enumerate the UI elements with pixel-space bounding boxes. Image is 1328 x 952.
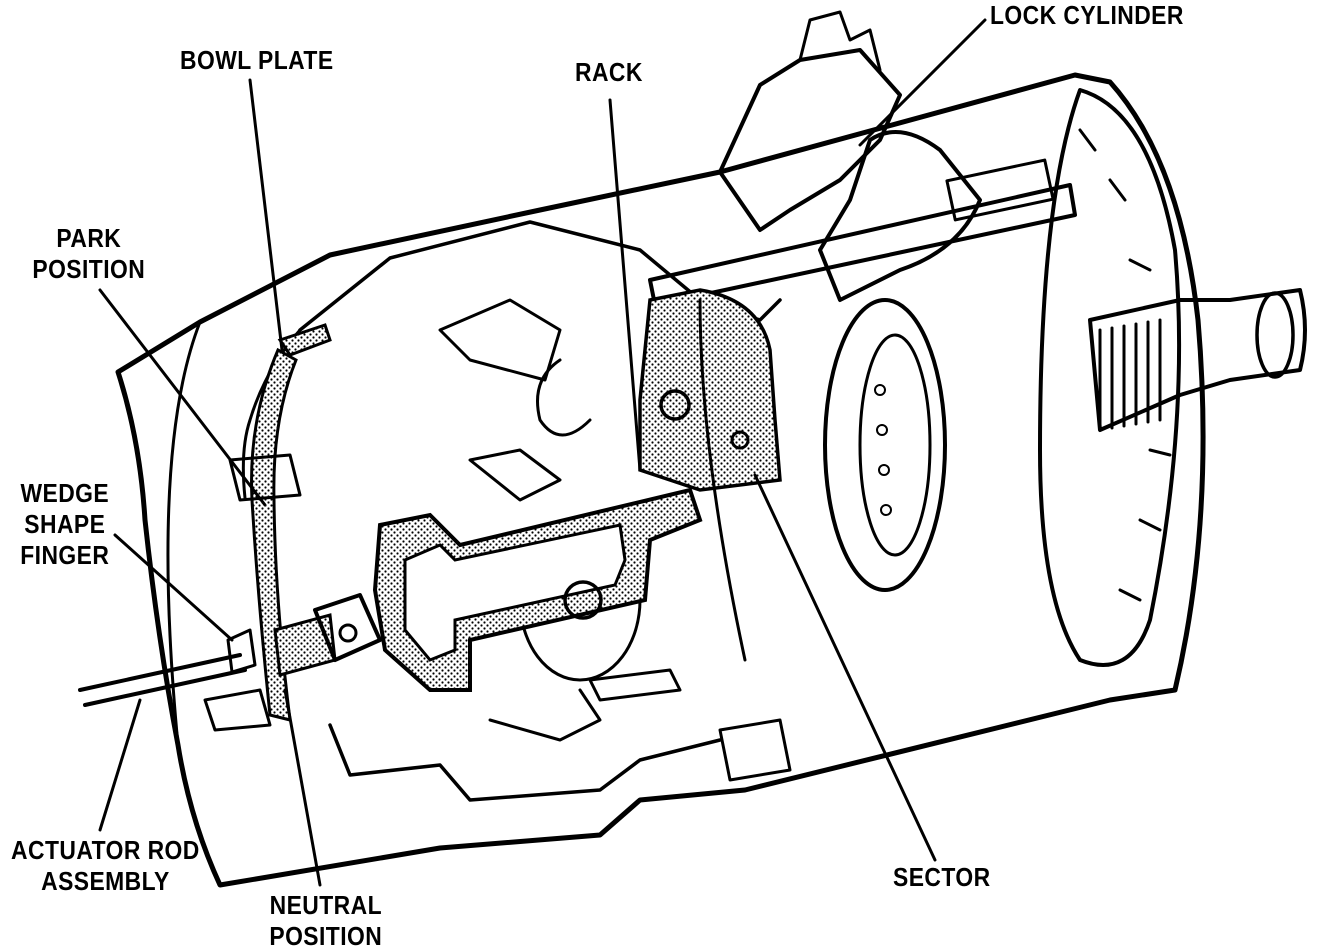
neutral-position-label: NEUTRAL POSITION	[269, 890, 383, 951]
wedge-shape-finger-label: WEDGE SHAPE FINGER	[20, 478, 110, 570]
leader-rack	[608, 98, 642, 472]
sector-label: SECTOR	[893, 862, 991, 892]
park-position-label: PARK POSITION	[32, 223, 146, 284]
leader-lines	[98, 18, 987, 887]
bowl-plate	[250, 323, 332, 722]
actuator-rod-assembly-label: ACTUATOR ROD ASSEMBLY	[11, 835, 200, 896]
leader-park-position	[98, 288, 267, 507]
bowl-plate-label: BOWL PLATE	[180, 45, 334, 75]
leader-lock-cylinder	[858, 18, 987, 147]
cancel-cam	[823, 298, 947, 592]
lock-cylinder-housing	[648, 10, 1077, 307]
lock-cylinder-label: LOCK CYLINDER	[990, 0, 1184, 30]
leader-sector	[753, 473, 937, 862]
steering-shaft	[1088, 288, 1307, 432]
lock-plate	[1038, 88, 1182, 667]
leader-bowl-plate	[248, 78, 284, 352]
leader-wedge-shape-finger	[113, 533, 234, 642]
leader-actuator-rod	[98, 698, 142, 832]
rack	[372, 487, 703, 692]
leader-neutral-position	[283, 688, 322, 887]
actuator-rod	[78, 593, 382, 707]
cutaway-window	[203, 220, 782, 802]
rack-label: RACK	[575, 57, 643, 87]
sector	[638, 288, 782, 662]
